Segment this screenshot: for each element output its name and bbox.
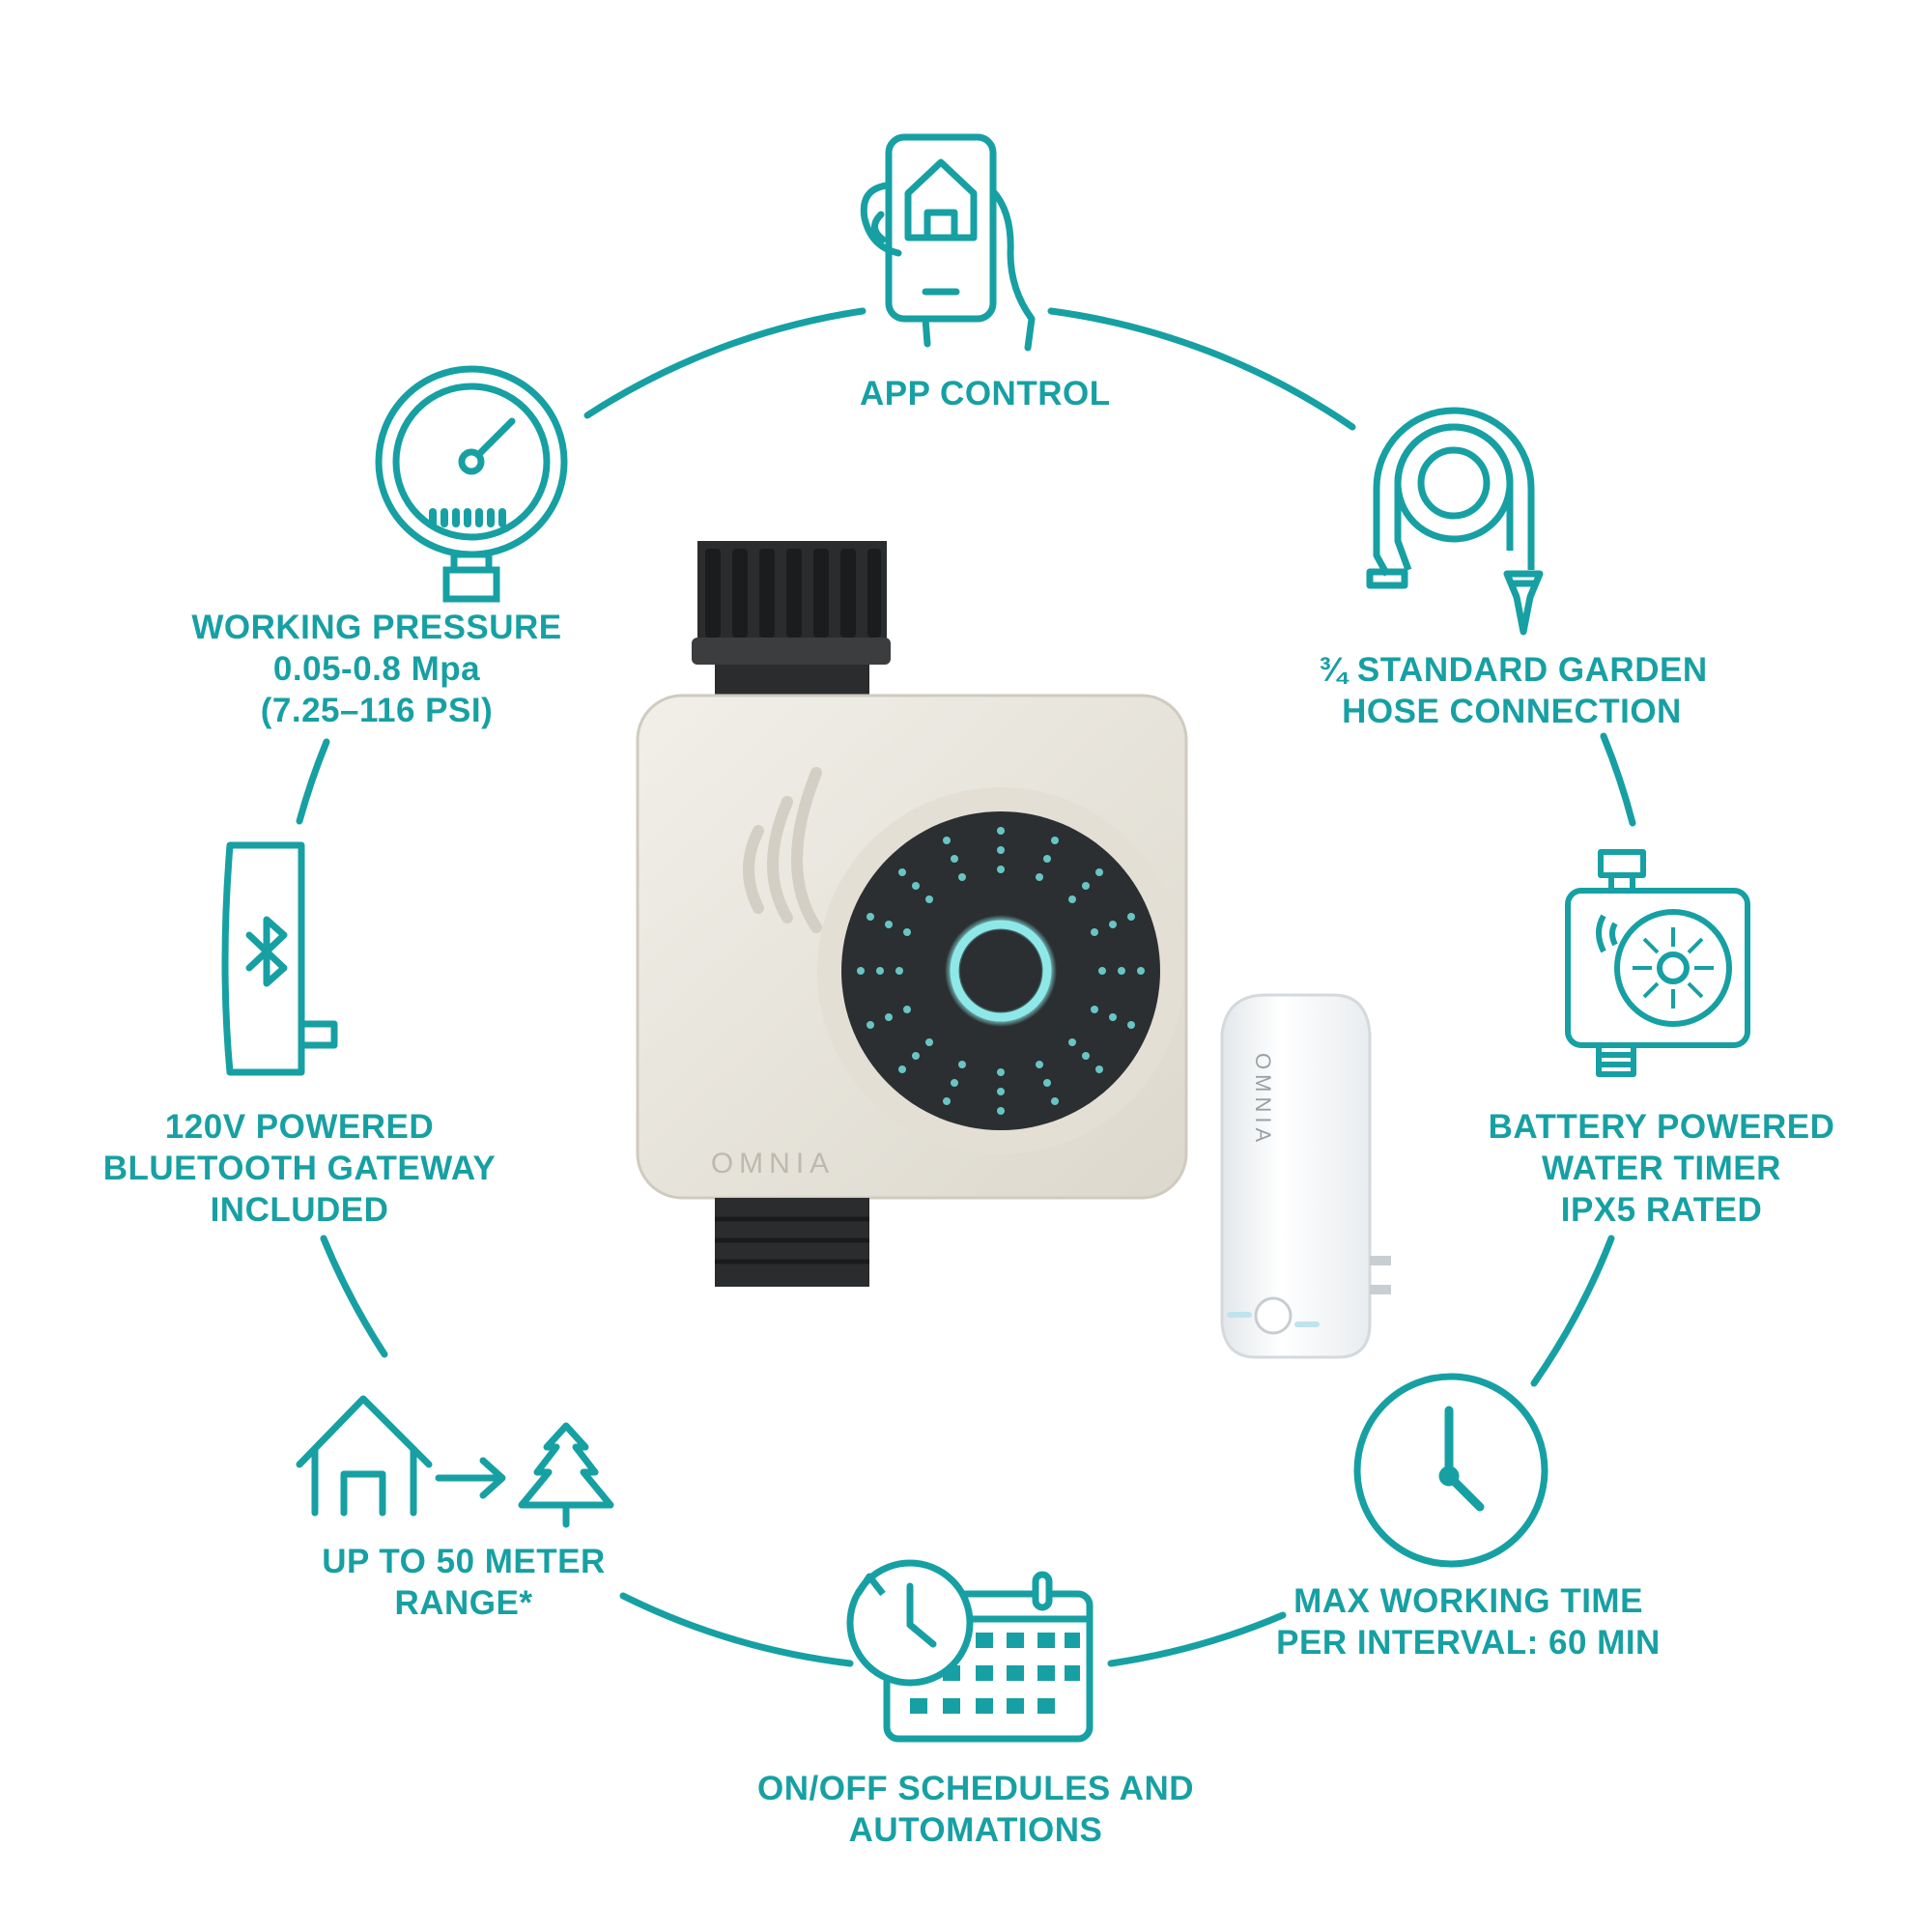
clock-icon [1353,1373,1548,1568]
smartphone-home-icon [860,133,1036,352]
label-line: PER INTERVAL: 60 MIN [1276,1624,1661,1662]
gateway-logo: OMNIA [1251,1053,1275,1147]
label-line: APP CONTROL [860,375,1111,412]
label-line: RANGE* [394,1584,533,1622]
connector-arcs [296,307,1636,1667]
label-line: WORKING PRESSURE [191,609,562,646]
label-line: MAX WORKING TIME [1293,1582,1643,1620]
water-timer-device: OMNIA [636,541,1188,1287]
label-line: ON/OFF SCHEDULES AND [756,1770,1195,1807]
feature-app-control: APP CONTROL [860,373,1111,414]
feature-bluetooth-gateway: 120V POWERED BLUETOOTH GATEWAY INCLUDED [87,1106,512,1231]
label-line: AUTOMATIONS [848,1811,1103,1849]
feature-battery-timer: BATTERY POWERED WATER TIMER IPX5 RATED [1488,1106,1835,1231]
house-to-tree-icon [296,1395,614,1528]
label-line: 0.05-0.8 Mpa [272,650,481,688]
device-logo: OMNIA [711,1148,835,1179]
feature-working-pressure: WORKING PRESSURE 0.05-0.8 Mpa (7.25–116 … [188,607,565,731]
feature-max-working-time: MAX WORKING TIME PER INTERVAL: 60 MIN [1265,1580,1671,1663]
label-line: UP TO 50 METER [322,1543,606,1580]
garden-hose-icon [1366,407,1544,636]
label-line: HOSE CONNECTION [1342,693,1682,730]
label-line: INCLUDED [210,1191,389,1229]
feature-range: UP TO 50 METER RANGE* [314,1541,613,1624]
feature-hose-connection: ¾ STANDARD GARDEN HOSE CONNECTION [1319,649,1708,732]
label-line: IPX5 RATED [1560,1191,1763,1229]
calendar-clock-icon [846,1559,1094,1743]
label-line: ¾ STANDARD GARDEN [1319,651,1708,689]
label-line: BATTERY POWERED [1488,1108,1835,1146]
label-line: WATER TIMER [1542,1150,1781,1187]
water-timer-icon [1565,849,1750,1077]
label-line: BLUETOOTH GATEWAY [102,1150,497,1187]
feature-schedules: ON/OFF SCHEDULES AND AUTOMATIONS [753,1768,1198,1851]
dial-dot-rays [857,827,1145,1115]
pressure-gauge-icon [375,365,568,603]
label-line: 120V POWERED [164,1108,435,1146]
label-line: (7.25–116 PSI) [260,692,494,729]
bluetooth-gateway-device: OMNIA [1220,993,1391,1359]
bluetooth-plug-icon [221,841,338,1076]
